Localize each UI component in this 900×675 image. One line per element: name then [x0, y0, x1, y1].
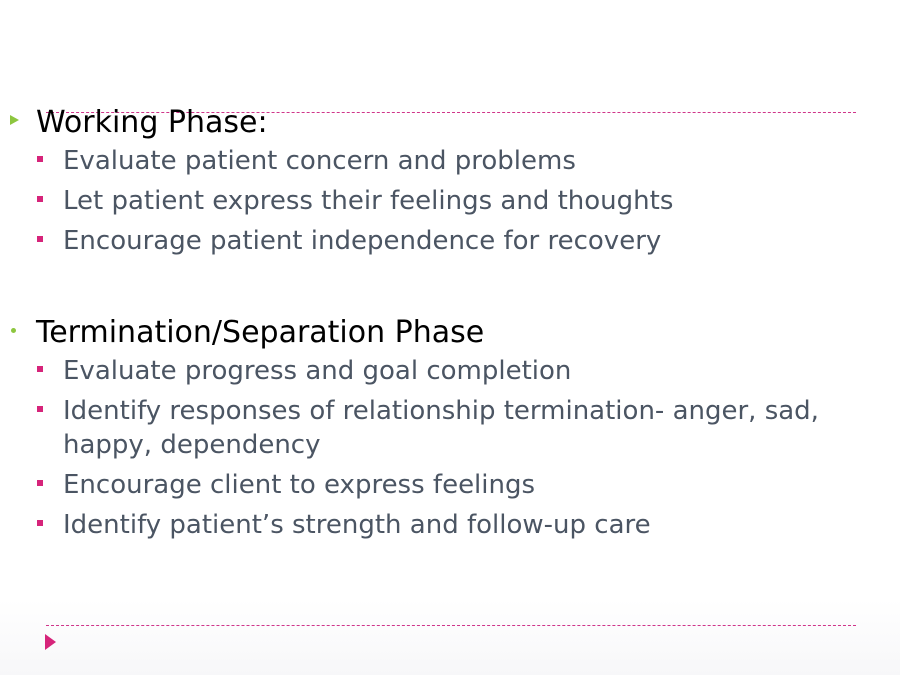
list-item-text: Evaluate progress and goal completion [63, 356, 572, 386]
list-item: Encourage client to express feelings [0, 468, 853, 502]
section-heading-row: Working Phase: [0, 104, 853, 144]
square-bullet-icon [37, 196, 43, 202]
list-item-text: Let patient express their feelings and t… [63, 186, 674, 216]
triangle-bullet-icon [10, 115, 19, 125]
bullet-list: Evaluate progress and goal completion Id… [0, 354, 853, 542]
list-item: Encourage patient independence for recov… [0, 224, 853, 258]
footer-band [0, 600, 900, 675]
list-item-text: Identify responses of relationship termi… [63, 396, 819, 460]
square-bullet-icon [37, 236, 43, 242]
section-working-phase: Working Phase: Evaluate patient concern … [0, 104, 853, 264]
top-divider [46, 112, 856, 113]
list-item: Identify responses of relationship termi… [0, 394, 853, 462]
list-item-text: Encourage client to express feelings [63, 470, 536, 500]
square-bullet-icon [37, 406, 43, 412]
list-item: Evaluate patient concern and problems [0, 144, 853, 178]
bottom-divider [46, 625, 856, 626]
square-bullet-icon [37, 480, 43, 486]
square-bullet-icon [37, 520, 43, 526]
section-heading: Termination/Separation Phase [36, 315, 485, 350]
list-item: Let patient express their feelings and t… [0, 184, 853, 218]
bullet-list: Evaluate patient concern and problems Le… [0, 144, 853, 258]
section-heading: Working Phase: [36, 105, 268, 140]
section-termination-phase: Termination/Separation Phase Evaluate pr… [0, 314, 853, 548]
square-bullet-icon [37, 156, 43, 162]
list-item: Evaluate progress and goal completion [0, 354, 853, 388]
section-heading-row: Termination/Separation Phase [0, 314, 853, 354]
list-item-text: Encourage patient independence for recov… [63, 226, 662, 256]
dot-bullet-icon [11, 328, 16, 333]
list-item-text: Evaluate patient concern and problems [63, 146, 576, 176]
list-item-text: Identify patient’s strength and follow-u… [63, 510, 651, 540]
play-arrow-icon [45, 634, 56, 650]
list-item: Identify patient’s strength and follow-u… [0, 508, 853, 542]
square-bullet-icon [37, 366, 43, 372]
